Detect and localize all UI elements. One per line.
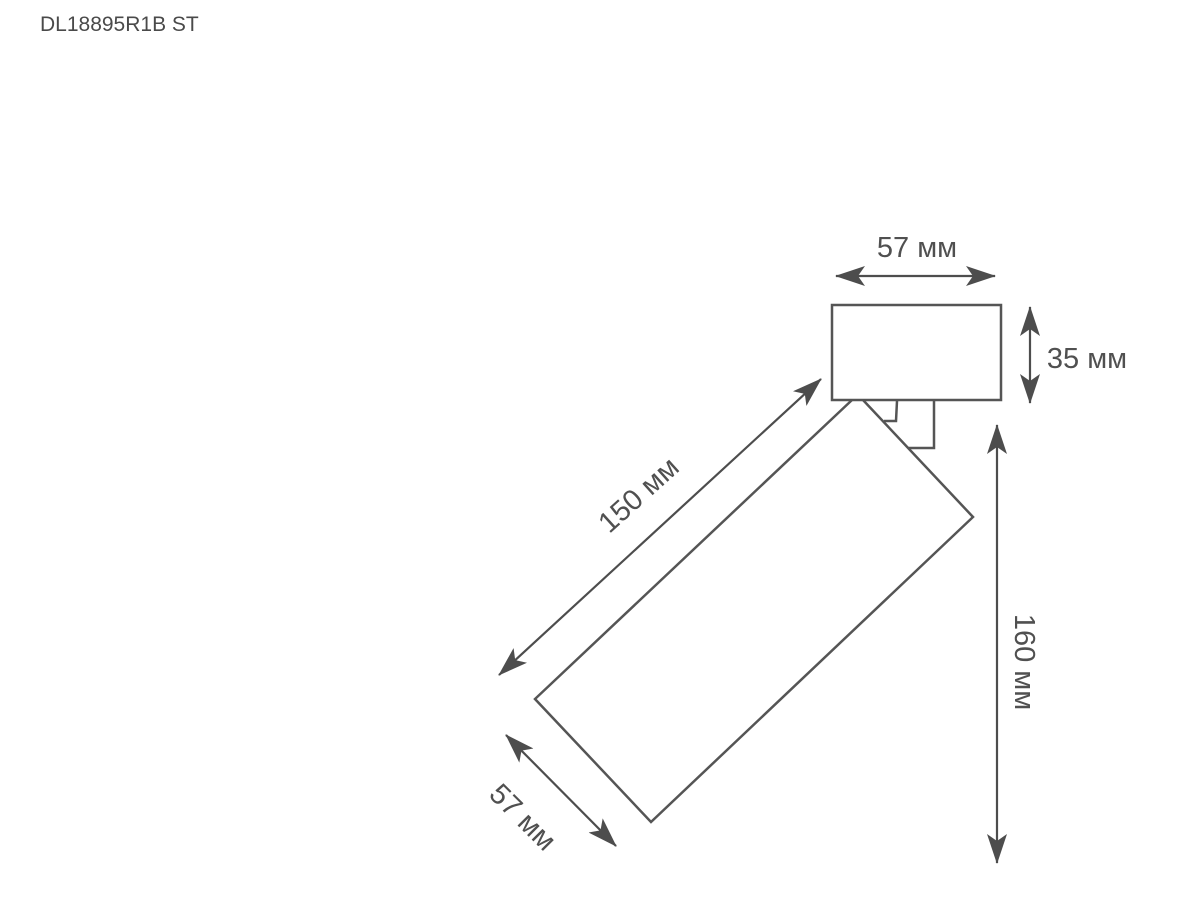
lamp-body: [533, 399, 975, 824]
label-top-height: 35 мм: [1047, 343, 1127, 375]
mount-adapter: [830, 303, 1003, 402]
dim-arrow-body-length: [498, 378, 822, 676]
mount-bracket-right: [908, 401, 936, 450]
product-code: DL18895R1B ST: [40, 13, 199, 36]
dim-arrow-body-diameter: [505, 734, 617, 847]
label-total-height: 160 мм: [1008, 614, 1040, 710]
label-body-diameter: 57 мм: [483, 778, 562, 857]
mount-bracket: [884, 400, 899, 423]
label-top-width: 57 мм: [877, 232, 957, 264]
label-body-length: 150 мм: [592, 451, 685, 539]
